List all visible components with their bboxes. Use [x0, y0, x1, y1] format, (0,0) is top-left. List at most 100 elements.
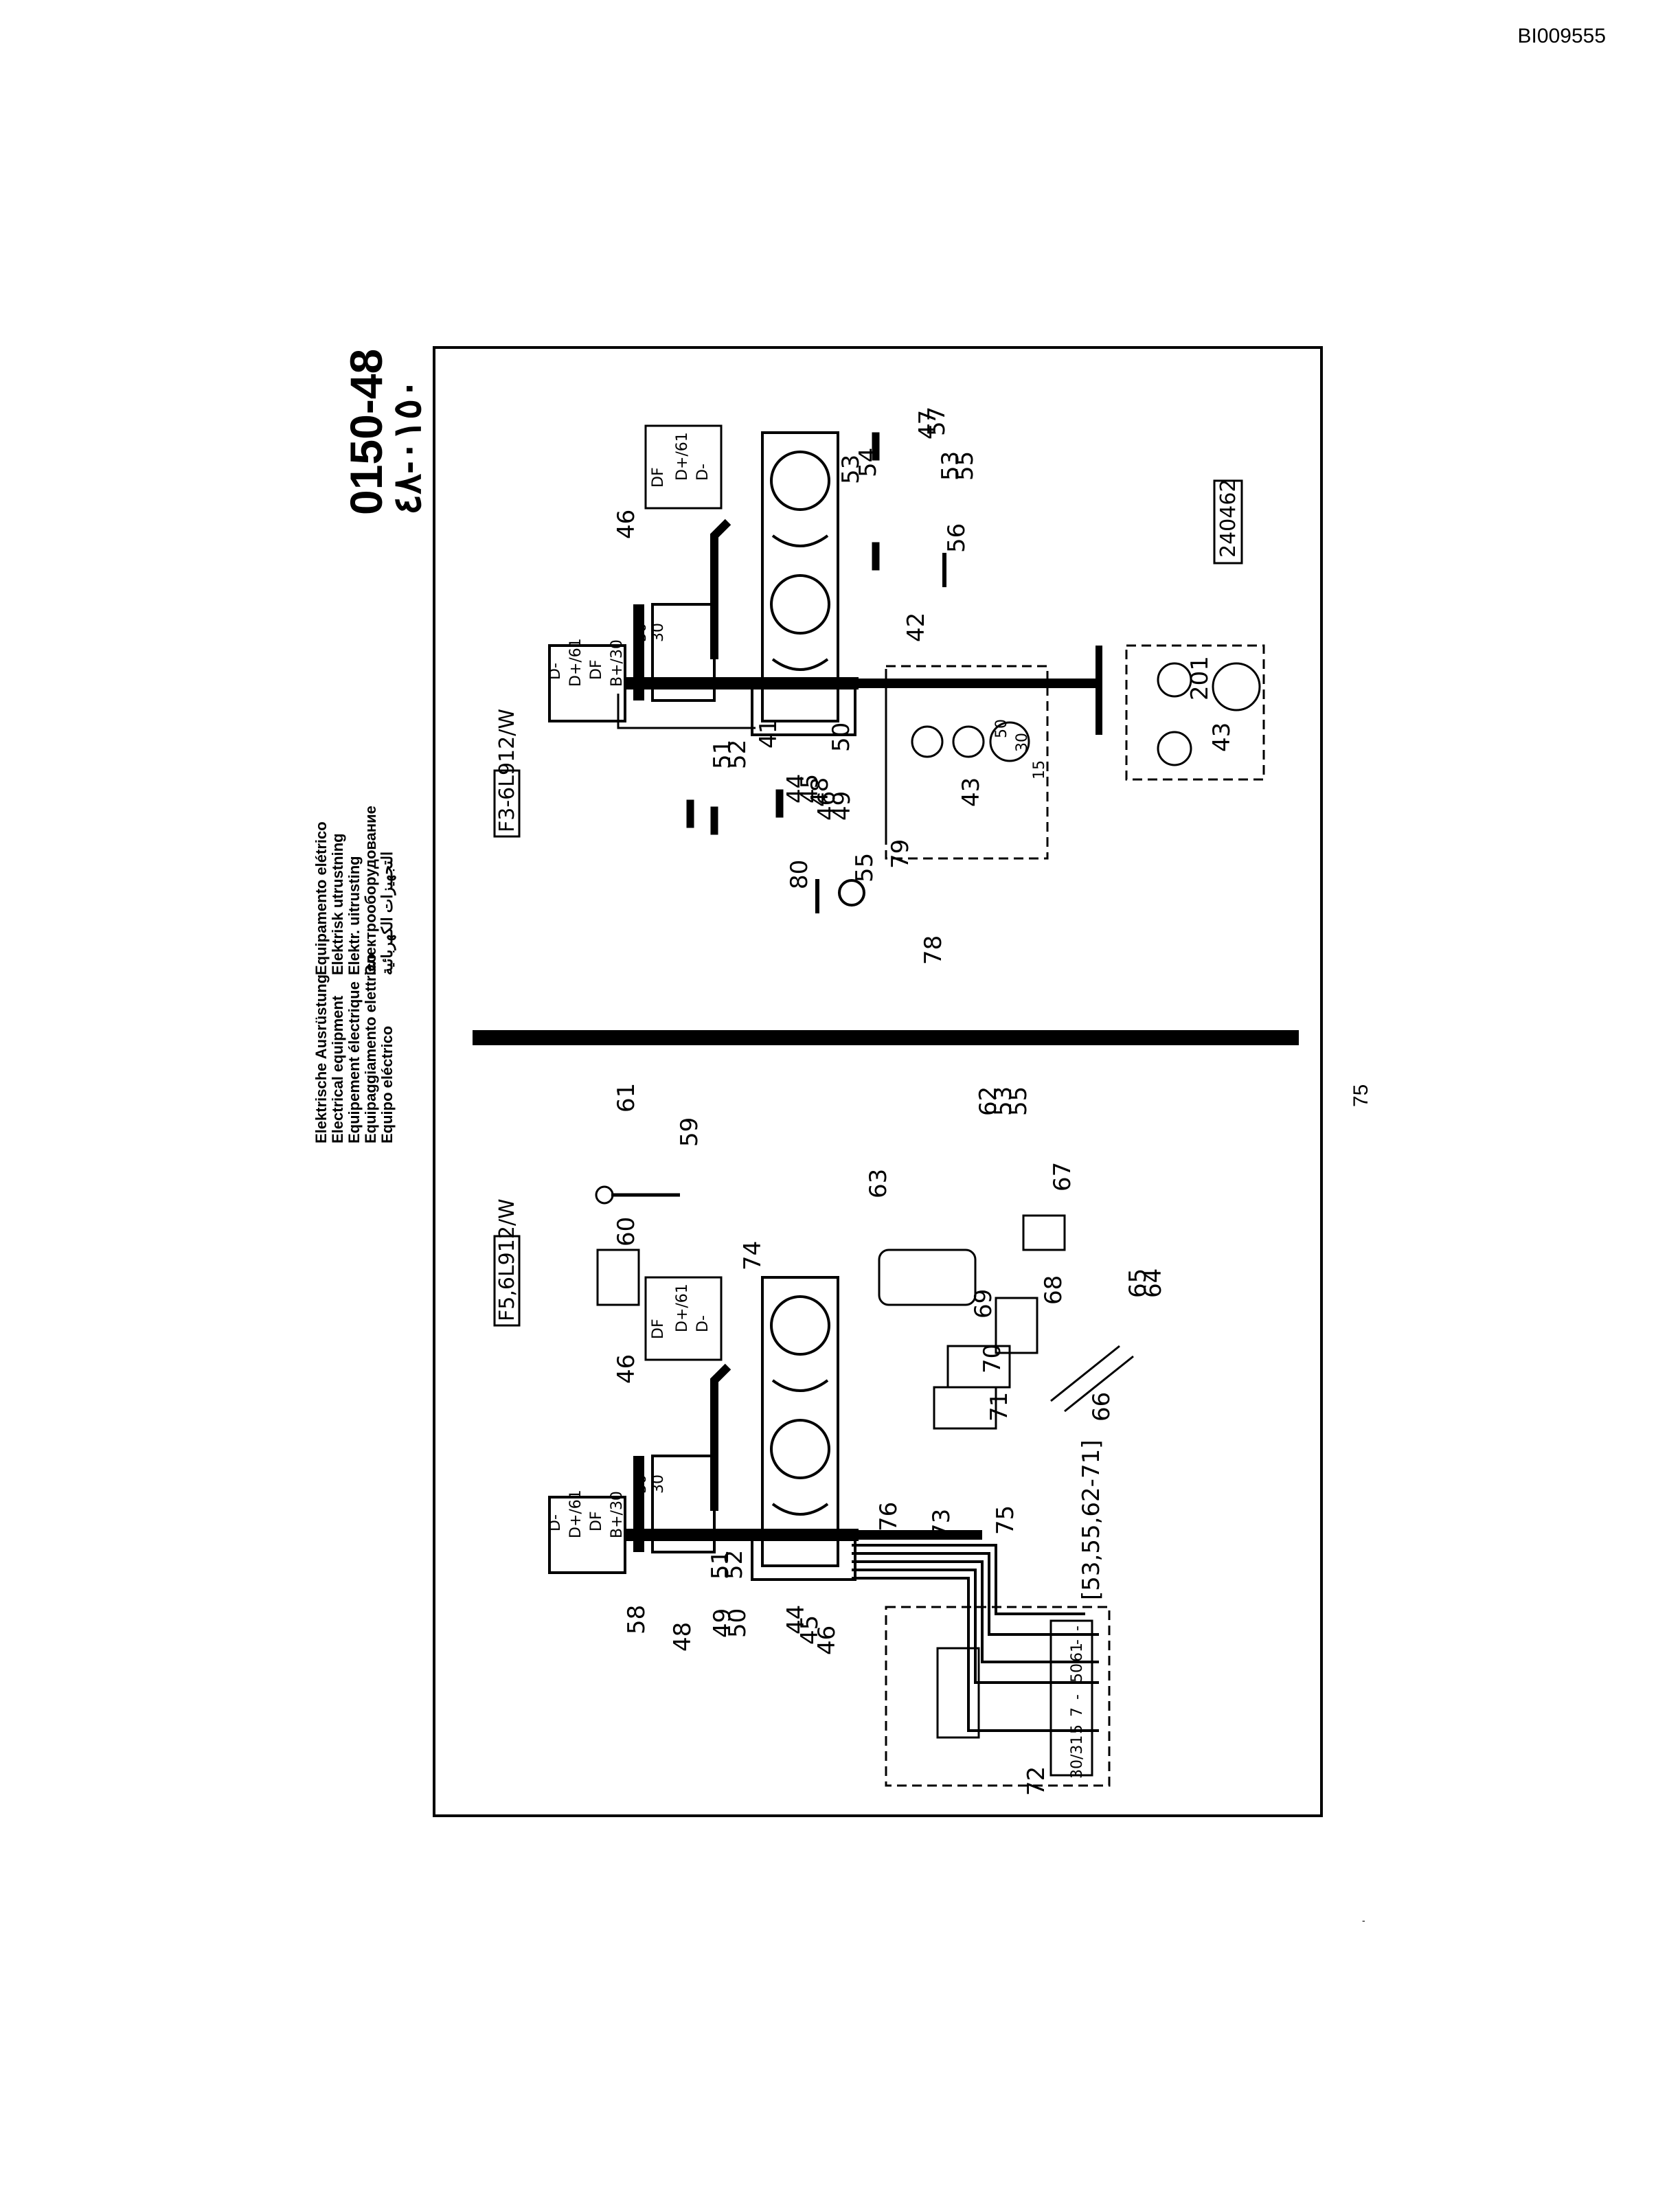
fusebox-term: 61	[1069, 1643, 1086, 1662]
fusebox-term: 5	[1069, 1724, 1086, 1734]
part-labels-right: 46 53 54 57 47 53 55 56 42 41 48 49 50 5…	[613, 407, 1236, 965]
sheet-frame	[433, 346, 1323, 1817]
fusebox-term: -	[1069, 1694, 1086, 1700]
part-label: 79	[887, 839, 914, 869]
generator-right: DF D+/61 D-	[644, 424, 723, 510]
part-label: 72	[1023, 1766, 1050, 1796]
engine-block-right	[751, 431, 856, 736]
part-label: 74	[739, 1241, 767, 1270]
part-label: 59	[676, 1117, 703, 1147]
model-tag-left: F5,6L912/W	[495, 1198, 519, 1321]
part-label: 49	[709, 1608, 736, 1638]
reg-term-d-minus: D-	[547, 1514, 564, 1531]
part-label: 55	[851, 853, 878, 882]
part-label: 46	[813, 1626, 841, 1655]
switch-box-right: 15 50 30	[885, 665, 1049, 860]
document-id: BI009555	[1517, 25, 1606, 47]
part-label: 70	[979, 1344, 1006, 1374]
part-label: 50	[828, 722, 855, 752]
reg-term-d-minus: D-	[547, 663, 564, 680]
part-label: 47	[914, 410, 942, 440]
switch-term-50: 50	[993, 719, 1010, 738]
gen-term-d-minus: D-	[694, 464, 712, 481]
part-label: 61	[613, 1083, 640, 1113]
part-label: 78	[920, 935, 947, 965]
switch-term-15: 15	[1031, 760, 1048, 779]
wiring-harness-left	[625, 1363, 1099, 1732]
fusebox-term: -	[1069, 1626, 1086, 1631]
regulator-right: D- D+/61 DF B+/30	[547, 638, 626, 722]
fuse-box-left: 30/31 5 7 - 50 61 - -	[885, 1606, 1111, 1787]
part-labels-left: 46 48 49 50 51 52 44 45 46 58 59 60 61 6…	[613, 1083, 1167, 1796]
part-label: 44	[782, 774, 810, 804]
part-label: 43	[957, 777, 985, 807]
part-label: 41	[755, 719, 782, 749]
part-label: 42	[903, 613, 930, 642]
part-label: 48	[669, 1622, 696, 1652]
part-label: 52	[724, 740, 751, 769]
part-label: 50	[724, 1608, 751, 1638]
part-label: 62	[975, 1086, 1002, 1116]
generator-left: DF D+/61 D-	[644, 1276, 723, 1361]
reg-term-d-plus: D+/61	[567, 1490, 584, 1538]
part-label: 49	[828, 791, 856, 821]
switch-term-30: 30	[1014, 733, 1031, 752]
part-label: 58	[623, 1605, 650, 1634]
part-label: 69	[970, 1289, 997, 1319]
part-label: 53	[837, 455, 865, 484]
starter-term-50: 50	[633, 623, 650, 642]
part-label: 68	[1040, 1275, 1067, 1305]
model-tag-right: F3-6L912/W	[495, 709, 519, 832]
part-label: 53	[990, 1086, 1017, 1116]
part-label: 54	[854, 448, 882, 477]
hardware-right	[686, 432, 946, 913]
part-label: 51	[709, 740, 736, 769]
part-label: 60	[613, 1217, 640, 1246]
fusebox-term: 30/31	[1069, 1735, 1086, 1779]
part-label: 46	[813, 791, 841, 821]
part-label: 46	[613, 510, 640, 539]
starter-term-30: 30	[650, 623, 667, 642]
regulator-left: D- D+/61 DF B+/30	[547, 1490, 626, 1574]
starter-term-30: 30	[650, 1474, 667, 1494]
reg-term-df: DF	[588, 659, 605, 680]
part-label: 55	[1005, 1086, 1032, 1116]
figure-number: 240462	[1216, 479, 1240, 558]
part-label: 45	[796, 774, 824, 804]
loose-parts-left	[595, 1185, 1134, 1430]
part-label: 43	[1208, 722, 1236, 752]
part-label: 71	[986, 1392, 1013, 1422]
part-label: 201	[1186, 656, 1214, 700]
part-label: 65	[1124, 1268, 1152, 1298]
part-label: 64	[1139, 1268, 1167, 1298]
part-label: 48	[806, 777, 834, 807]
separator-bar	[473, 1030, 1299, 1045]
part-label: 67	[1049, 1162, 1076, 1192]
part-label: 44	[782, 1605, 810, 1634]
part-label: 75	[992, 1505, 1019, 1535]
part-label: 55	[951, 451, 979, 481]
starter-term-50: 50	[633, 1474, 650, 1494]
diagram-right: F3-6L912/W 240462 D- D+/61 DF B+/30 50 3…	[493, 407, 1265, 965]
fusebox-term: 50	[1069, 1663, 1086, 1683]
gen-term-df: DF	[650, 467, 667, 488]
engine-block-left	[751, 1276, 856, 1581]
dash-mark: -	[1362, 1915, 1365, 1926]
part-label: 73	[928, 1509, 955, 1538]
reg-term-b30: B+/30	[609, 639, 626, 687]
part-label: 53	[937, 451, 964, 481]
gen-term-df: DF	[650, 1319, 667, 1339]
gen-term-d-minus: D-	[694, 1315, 712, 1332]
wiring-harness-right	[617, 518, 1099, 845]
part-label: 51	[707, 1550, 734, 1580]
bracket-label: [53,55,62-71]	[1078, 1440, 1105, 1600]
part-label: 66	[1088, 1392, 1115, 1422]
part-label: 52	[720, 1550, 748, 1580]
gen-term-d-plus: D+/61	[674, 1284, 691, 1332]
fusebox-term: -	[1069, 1639, 1086, 1645]
reg-term-df: DF	[588, 1511, 605, 1531]
part-label: 46	[613, 1354, 640, 1384]
gen-term-d-plus: D+/61	[674, 432, 691, 481]
part-label: 45	[796, 1615, 824, 1645]
